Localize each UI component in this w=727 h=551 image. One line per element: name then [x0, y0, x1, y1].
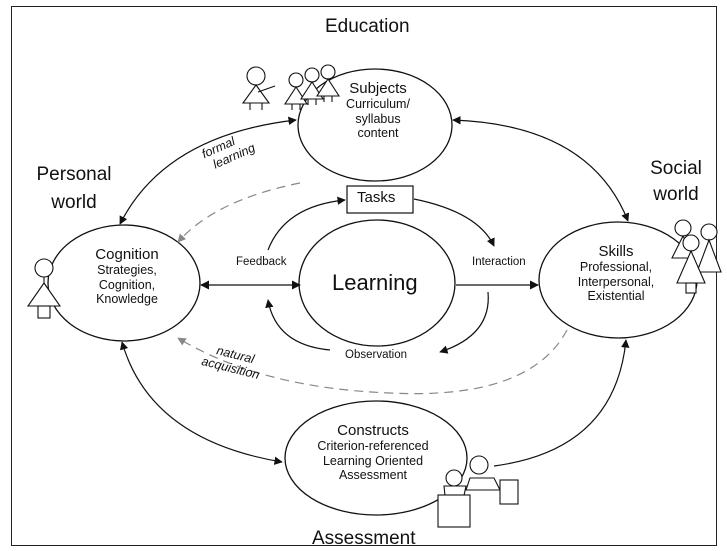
tasks-title: Tasks	[357, 189, 396, 206]
subjects-title: Subjects	[349, 80, 407, 97]
cognition-title: Cognition	[95, 246, 159, 263]
cognition-line2: Cognition,	[98, 277, 156, 292]
domain-education: Education	[325, 16, 410, 37]
social-group-icon	[671, 219, 722, 294]
observation-label: Observation	[345, 349, 408, 361]
arrow-subjects-skills	[452, 116, 630, 222]
students-group-icon	[283, 64, 341, 110]
arrow-constructs-skills	[493, 339, 630, 467]
constructs-ellipse	[284, 400, 468, 516]
dashed-formal-learning	[177, 182, 301, 243]
personal-world-line1: Personal	[36, 164, 112, 185]
skills-node: Skills Professional, Interpersonal, Exis…	[557, 243, 675, 303]
cycle-interaction-to-observation	[439, 291, 489, 354]
learner-figure-icon	[26, 258, 62, 319]
domain-social-world: Social world	[638, 158, 714, 206]
dashed-natural-acquisition	[177, 329, 568, 395]
domain-assessment: Assessment	[312, 528, 416, 549]
diagram-frame	[11, 6, 717, 546]
cycle-observation-to-feedback	[265, 299, 331, 351]
social-world-line2: world	[653, 183, 699, 205]
subjects-line3: content	[357, 126, 399, 140]
subjects-ellipse	[297, 68, 453, 182]
cycle-tasks-to-interaction	[413, 198, 495, 247]
arrow-cognition-constructs	[120, 341, 283, 465]
constructs-line1: Criterion-referenced	[317, 439, 429, 454]
interaction-label: Interaction	[472, 256, 526, 268]
teacher-figure-icon	[241, 66, 276, 110]
cognition-line3: Knowledge	[96, 292, 158, 306]
cycle-to-tasks	[267, 196, 346, 251]
arrow-cognition-subjects	[119, 116, 297, 225]
skills-line3: Existential	[587, 289, 645, 303]
learning-title: Learning	[332, 270, 418, 295]
personal-world-line2: world	[51, 191, 97, 213]
assessor-desk-icon	[437, 455, 519, 528]
skills-title: Skills	[598, 243, 634, 260]
constructs-line2: Learning Oriented	[322, 453, 424, 468]
domain-personal-world: Personal world	[28, 164, 120, 214]
skills-line2: Interpersonal,	[577, 274, 655, 289]
constructs-title: Constructs	[337, 422, 409, 439]
skills-line1: Professional,	[579, 260, 653, 275]
tasks-box	[346, 185, 414, 214]
social-world-line1: Social	[650, 158, 702, 179]
subjects-node: Subjects Curriculum/ syllabus content	[318, 80, 438, 140]
feedback-label: Feedback	[236, 256, 287, 268]
subjects-line1: Curriculum/	[346, 97, 410, 112]
cognition-line1: Strategies,	[97, 263, 157, 278]
constructs-node: Constructs Criterion-referenced Learning…	[298, 422, 448, 482]
constructs-line3: Assessment	[338, 468, 408, 482]
cognition-node: Cognition Strategies, Cognition, Knowled…	[72, 246, 182, 306]
subjects-line2: syllabus	[355, 111, 401, 126]
cognition-ellipse	[47, 224, 201, 342]
